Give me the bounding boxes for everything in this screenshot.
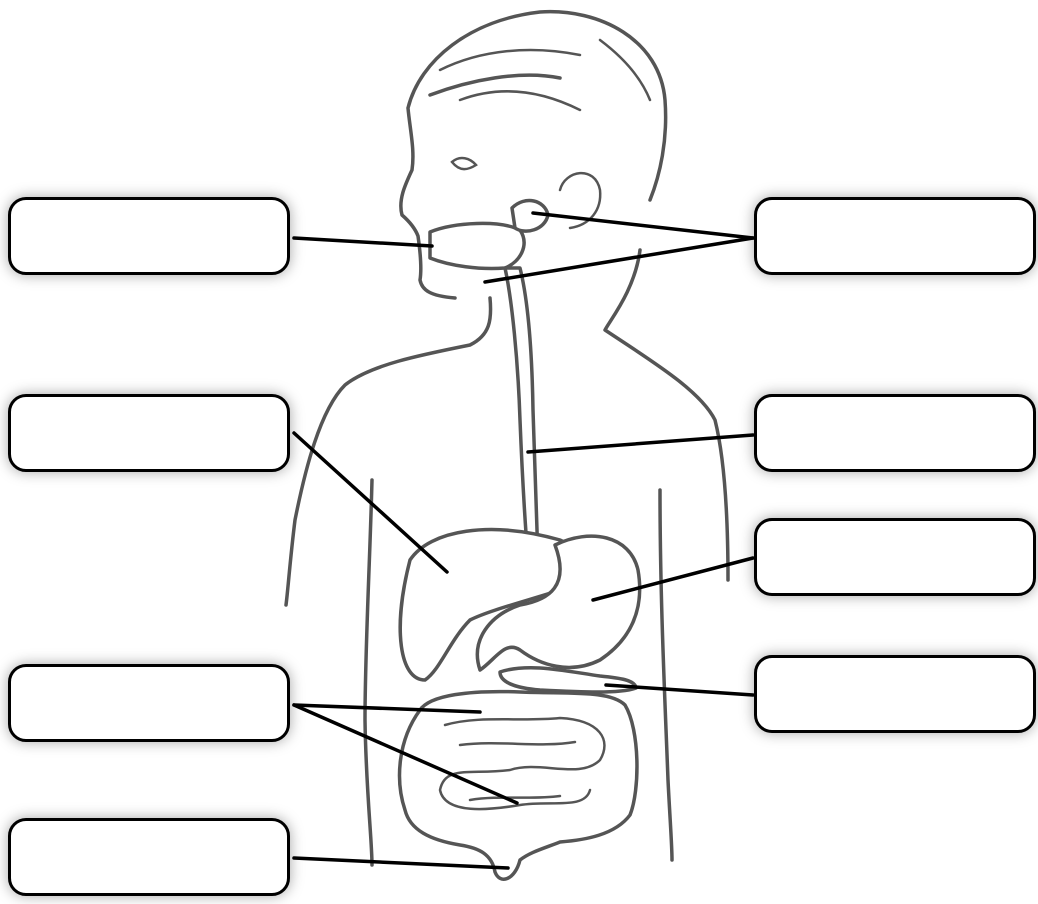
connector-mouth [294, 238, 432, 246]
esophagus [505, 268, 538, 560]
label-box-mouth[interactable] [8, 197, 290, 275]
eye-outline [452, 158, 476, 169]
label-box-stomach[interactable] [754, 518, 1036, 596]
label-box-esophagus[interactable] [754, 394, 1036, 472]
connector-rectum [294, 858, 508, 868]
connector-salivary-1 [533, 213, 753, 238]
label-box-salivary-glands[interactable] [754, 197, 1036, 275]
label-box-rectum[interactable] [8, 818, 290, 896]
pancreas [500, 668, 636, 692]
label-box-intestines[interactable] [8, 664, 290, 742]
label-box-liver[interactable] [8, 394, 290, 472]
label-box-pancreas[interactable] [754, 655, 1036, 733]
oral-cavity [430, 223, 524, 268]
